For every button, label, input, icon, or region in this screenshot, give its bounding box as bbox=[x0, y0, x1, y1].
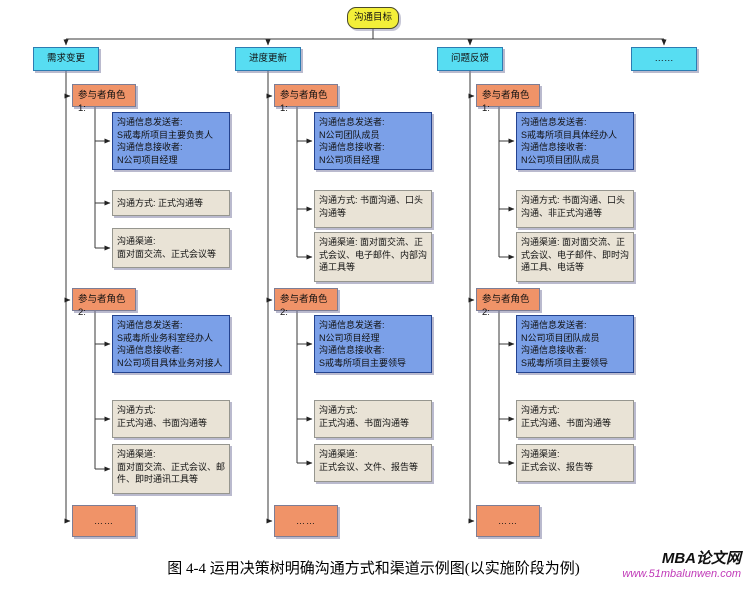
info-box: 沟通信息发送者: S戒毒所项目主要负责人 沟通信息接收者: N公司项目经理 bbox=[112, 112, 230, 170]
branch-node-progress-update: 进度更新 bbox=[235, 47, 301, 71]
info-box: 沟通信息发送者: S戒毒所业务科室经办人 沟通信息接收者: N公司项目具体业务对… bbox=[112, 315, 230, 373]
branch-node-requirement-change: 需求变更 bbox=[33, 47, 99, 71]
channel-box: 沟通渠道: 正式会议、文件、报告等 bbox=[314, 444, 432, 482]
role-node: 参与者角色2: bbox=[476, 288, 540, 318]
channel-box: 沟通渠道: 面对面交流、正式会议、电子邮件、即时沟通工具、电话等 bbox=[516, 232, 634, 282]
ellipsis-box: …… bbox=[72, 505, 136, 537]
figure-caption: 图 4-4 运用决策树明确沟通方式和渠道示例图(以实施阶段为例) bbox=[167, 561, 580, 577]
goal-node: 沟通目标 bbox=[347, 7, 399, 29]
ellipsis-box: …… bbox=[274, 505, 338, 537]
watermark-site-name: MBA论文网 bbox=[661, 550, 741, 567]
info-box: 沟通信息发送者: S戒毒所项目具体经办人 沟通信息接收者: N公司项目团队成员 bbox=[516, 112, 634, 170]
role-node: 参与者角色1: bbox=[274, 84, 338, 114]
method-box: 沟通方式: 正式沟通、书面沟通等 bbox=[314, 400, 432, 438]
branch-node-issue-feedback: 问题反馈 bbox=[437, 47, 503, 71]
role-node: 参与者角色2: bbox=[72, 288, 136, 318]
role-node: 参与者角色1: bbox=[72, 84, 136, 114]
info-box: 沟通信息发送者: N公司项目团队成员 沟通信息接收者: S戒毒所项目主要领导 bbox=[516, 315, 634, 373]
method-box: 沟通方式: 书面沟通、口头沟通、非正式沟通等 bbox=[516, 190, 634, 228]
watermark: MBA论文网 www.51mbalunwen.com bbox=[622, 550, 741, 580]
ellipsis-box: …… bbox=[476, 505, 540, 537]
method-box: 沟通方式: 正式沟通、书面沟通等 bbox=[516, 400, 634, 438]
channel-box: 沟通渠道: 面对面交流、正式会议、邮件、即时通讯工具等 bbox=[112, 444, 230, 494]
channel-box: 沟通渠道: 正式会议、报告等 bbox=[516, 444, 634, 482]
method-box: 沟通方式: 正式沟通、书面沟通等 bbox=[112, 400, 230, 438]
info-box: 沟通信息发送者: N公司团队成员 沟通信息接收者: N公司项目经理 bbox=[314, 112, 432, 170]
channel-box: 沟通渠道: 面对面交流、正式会议等 bbox=[112, 228, 230, 268]
method-box: 沟通方式: 正式沟通等 bbox=[112, 190, 230, 216]
info-box: 沟通信息发送者: N公司项目经理 沟通信息接收者: S戒毒所项目主要领导 bbox=[314, 315, 432, 373]
branch-node-ellipsis: …… bbox=[631, 47, 697, 71]
channel-box: 沟通渠道: 面对面交流、正式会议、电子邮件、内部沟通工具等 bbox=[314, 232, 432, 282]
role-node: 参与者角色2: bbox=[274, 288, 338, 318]
watermark-url: www.51mbalunwen.com bbox=[622, 567, 741, 580]
method-box: 沟通方式: 书面沟通、口头沟通等 bbox=[314, 190, 432, 228]
role-node: 参与者角色1: bbox=[476, 84, 540, 114]
